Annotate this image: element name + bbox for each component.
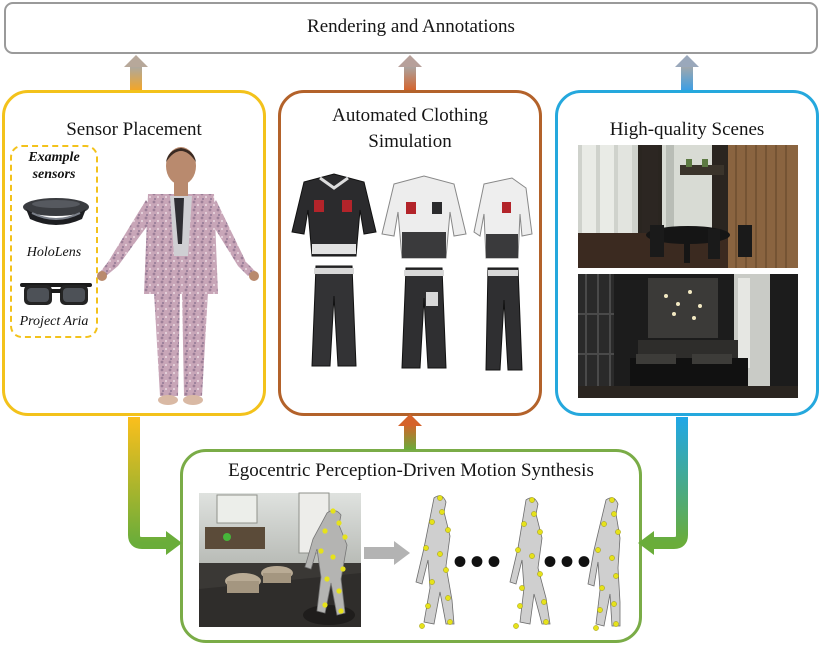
ellipsis-1: ••• [453, 539, 505, 584]
project-aria-icon [20, 283, 92, 305]
project-aria-label: Project Aria [19, 314, 89, 329]
pose-figure-1 [415, 495, 455, 629]
garment-front-image [291, 173, 377, 367]
clothing-title-line2: Simulation [368, 131, 452, 152]
arrow-scenes-to-motion [638, 417, 688, 555]
arrow-sensor-to-motion [128, 417, 182, 555]
clothing-title-line1: Automated Clothing [332, 105, 488, 126]
arrow-motion-to-clothing [398, 414, 422, 450]
garment-side-image [381, 175, 467, 369]
example-sensors-heading: Example sensors [28, 150, 80, 182]
arrow-scene-to-poses [364, 541, 410, 565]
rendering-annotations-title: Rendering and Annotations [307, 16, 515, 37]
hololens-icon [23, 198, 89, 225]
pose-figure-2 [509, 497, 551, 629]
rendering-annotations-box [4, 2, 818, 54]
pose-figure-3 [587, 497, 621, 631]
garment-back-image [473, 177, 533, 371]
sensor-placement-title: Sensor Placement [66, 119, 202, 140]
arrow-clothing-to-render [398, 55, 422, 91]
scene-dining-room-image [578, 145, 798, 268]
high-quality-scenes-title: High-quality Scenes [609, 119, 765, 140]
egocentric-scene-image [199, 492, 361, 627]
example-sensors-inset: Example sensors HoloLens Project Aria [10, 145, 98, 338]
human-figure-image [97, 147, 259, 405]
motion-synthesis-title: Egocentric Perception-Driven Motion Synt… [228, 460, 594, 481]
hololens-label: HoloLens [26, 245, 82, 260]
ellipsis-2: ••• [543, 539, 595, 584]
arrow-sensor-to-render [124, 55, 148, 91]
scene-bedroom-image [578, 274, 798, 398]
arrow-scenes-to-render [675, 55, 699, 91]
